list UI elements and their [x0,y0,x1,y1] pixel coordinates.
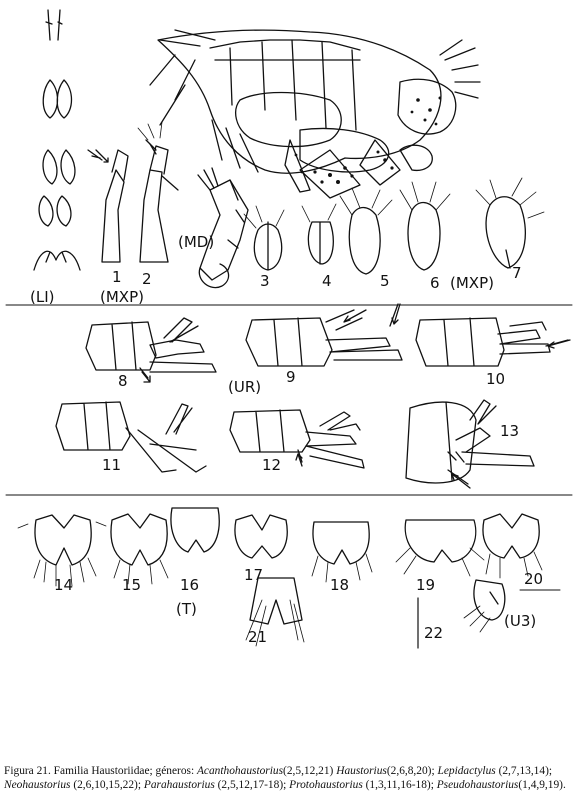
genus-refs: (1,4,9,19) [518,779,563,791]
genus-refs: (1,3,11,16-18) [365,779,431,791]
maxilliped-lobes [253,196,526,275]
label-7: 7 [512,264,522,282]
label-mxp-right: (MXP) [450,274,494,292]
genus-name: Acanthohaustorius [196,765,284,777]
urosome-9 [245,303,403,367]
label-2: 2 [142,270,152,288]
label-22: 22 [424,624,443,642]
label-8: 8 [118,372,128,390]
label-6: 6 [430,274,440,292]
urosome-12 [229,409,365,469]
caption-lead: Figura 21. Familia Haustoriidae; géneros… [4,765,197,777]
genus-name: Lepidactylus [437,765,496,777]
label-3: 3 [260,272,270,290]
label-u3: (U3) [504,612,536,630]
label-10: 10 [486,370,505,388]
label-1: 1 [112,268,122,286]
setae-lines [137,121,545,229]
label-15: 15 [122,576,141,594]
label-t: (T) [176,600,197,618]
urosome-8 [85,317,217,379]
label-ur: (UR) [228,378,261,396]
label-li: (LI) [30,288,55,306]
habitus-drawing [149,29,481,199]
urosome-11 [55,401,207,473]
genus-refs: (2,5,12,17-18) [217,779,284,791]
label-9: 9 [286,368,296,386]
mandible [197,167,249,289]
label-19: 19 [416,576,435,594]
label-20: 20 [524,570,543,588]
urosome-10 [415,317,569,367]
lower-lip-stack [33,9,81,271]
label-4: 4 [322,272,332,290]
label-14: 14 [54,576,73,594]
urosome-13 [405,399,535,485]
maxilliped-1-2 [87,139,179,263]
genus-refs: (2,7,13,14) [498,765,549,777]
genus-name: Neohaustorius [4,779,71,791]
label-5: 5 [380,272,390,290]
label-12: 12 [262,456,281,474]
genus-refs: (2,5,12,21) [283,765,334,777]
separators [5,304,573,649]
figure-plate: 1 2 (MD) 3 4 5 6 (MXP) 7 (LI) (MXP) 8 9 … [5,9,573,649]
habitus-stipple [294,96,442,184]
genus-name: Parahaustorius [143,779,215,791]
label-11: 11 [102,456,121,474]
figure-caption: Figura 21. Familia Haustoriidae; géneros… [4,765,566,791]
label-mxp-left: (MXP) [100,288,144,306]
label-16: 16 [180,576,199,594]
label-md: (MD) [178,233,214,251]
label-17: 17 [244,566,263,584]
genus-name: Haustorius [336,765,387,777]
genus-refs: (2,6,8,20) [386,765,432,777]
genus-name: Protohaustorius [289,779,363,791]
label-13: 13 [500,422,519,440]
telson-setae [17,521,543,647]
genus-name: Pseudohaustorius [436,779,519,791]
genus-refs: (2,6,10,15,22) [73,779,138,791]
label-18: 18 [330,576,349,594]
arrows [95,143,571,489]
telson-row [34,507,540,625]
label-21: 21 [248,628,267,646]
